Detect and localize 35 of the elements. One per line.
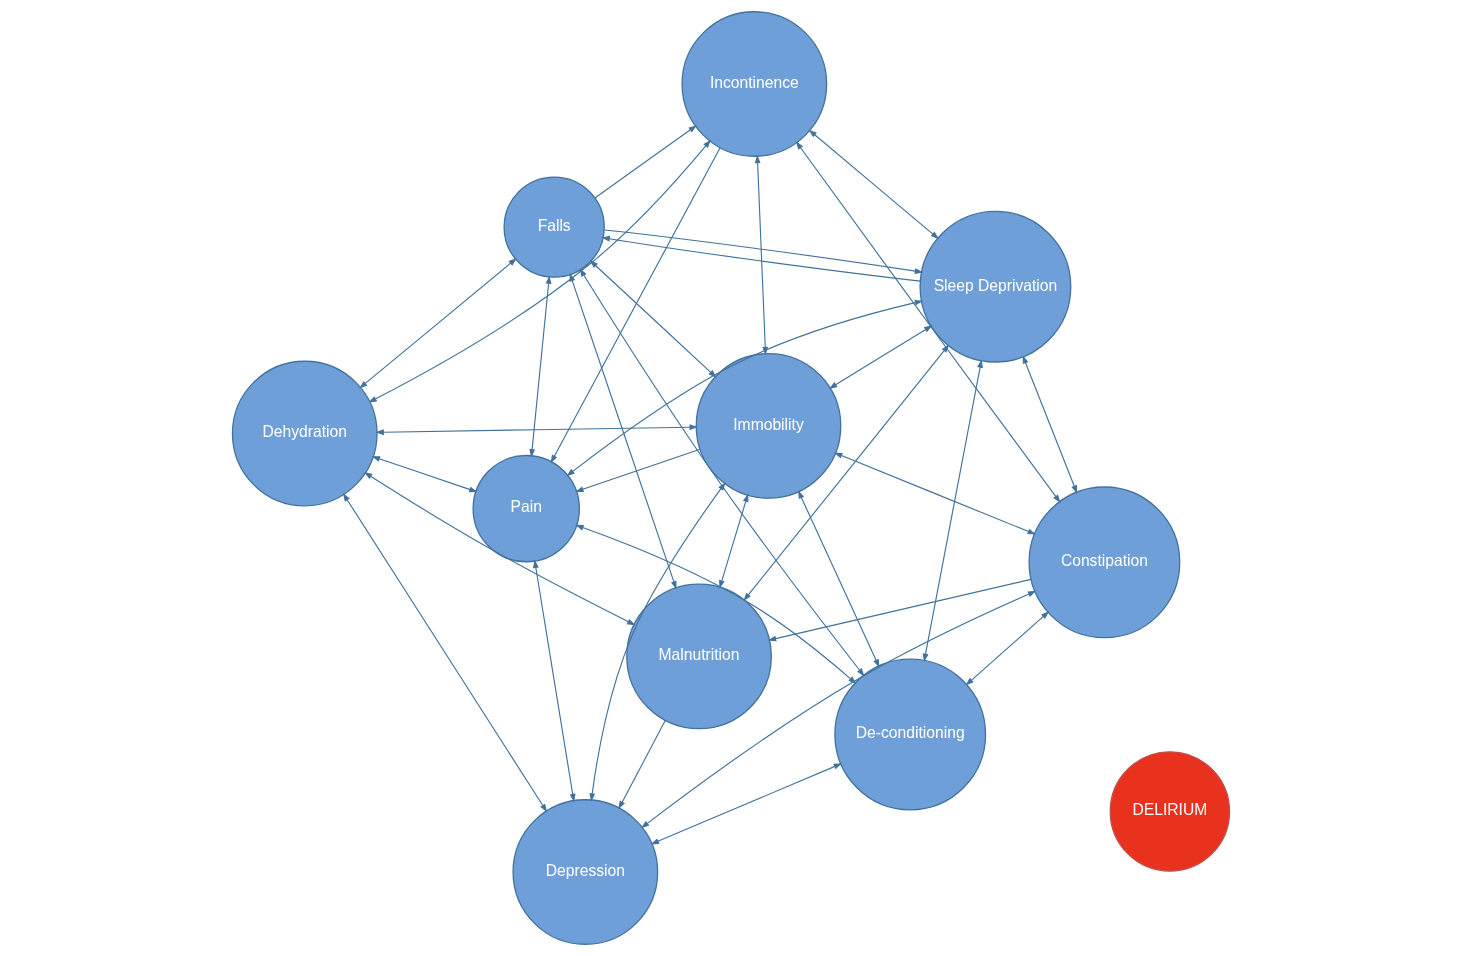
node-circle: Incontinence bbox=[681, 11, 828, 157]
arrow bbox=[767, 578, 1032, 642]
arrow bbox=[342, 493, 548, 813]
arrow bbox=[575, 448, 701, 492]
node-circle: DELIRIUM bbox=[1109, 751, 1231, 872]
arrow bbox=[550, 147, 721, 464]
arrow bbox=[566, 299, 924, 477]
arrow bbox=[798, 490, 880, 668]
arrow bbox=[589, 260, 717, 378]
arrow bbox=[922, 359, 983, 662]
arrow bbox=[589, 482, 726, 802]
arrow bbox=[364, 472, 636, 626]
arrow bbox=[828, 325, 933, 389]
arrow bbox=[368, 139, 711, 403]
arrow bbox=[529, 275, 552, 458]
arrow bbox=[375, 424, 698, 436]
arrow bbox=[650, 763, 843, 845]
arrow bbox=[532, 559, 576, 803]
arrow bbox=[719, 493, 749, 589]
arrow bbox=[833, 452, 1036, 535]
arrow bbox=[579, 268, 865, 677]
arrow bbox=[640, 590, 1037, 829]
arrow bbox=[575, 524, 857, 685]
arrow bbox=[795, 141, 1061, 504]
arrow bbox=[754, 154, 769, 356]
arrow bbox=[594, 125, 697, 199]
arrow bbox=[601, 235, 921, 282]
arrow bbox=[359, 258, 517, 389]
arrow bbox=[603, 229, 924, 274]
arrow bbox=[965, 611, 1050, 686]
arrow bbox=[371, 456, 478, 493]
arrow bbox=[808, 129, 939, 240]
arrow bbox=[743, 344, 950, 602]
arrow bbox=[1022, 355, 1078, 494]
arrow bbox=[618, 719, 666, 810]
